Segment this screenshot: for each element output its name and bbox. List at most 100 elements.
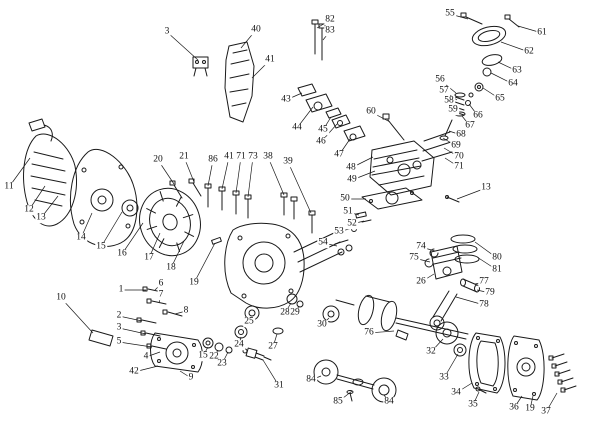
part-number-13: 13: [35, 212, 47, 223]
part-number-84: 84: [305, 374, 317, 385]
part-number-69: 69: [450, 140, 462, 151]
part-number-67: 67: [464, 120, 476, 131]
part-number-15: 15: [197, 350, 209, 361]
part-number-79: 79: [484, 287, 496, 298]
crankcase-group: [224, 222, 343, 309]
leader-line-5: [118, 341, 153, 348]
part-number-52: 52: [346, 218, 358, 229]
part-number-50: 50: [339, 193, 351, 204]
air-cleaner-group: [460, 12, 520, 92]
part-number-57: 57: [438, 85, 450, 96]
part-number-16: 16: [116, 248, 128, 259]
part-number-3: 3: [115, 322, 123, 333]
leader-line-3: [118, 327, 147, 335]
part-number-55: 55: [444, 8, 456, 19]
part-number-56: 56: [434, 74, 446, 85]
part-number-71: 71: [235, 151, 247, 162]
part-number-24: 24: [233, 339, 245, 350]
crankshaft-group: [335, 294, 469, 357]
part-number-31: 31: [273, 380, 285, 391]
part-number-77: 77: [478, 276, 490, 287]
carburetor-stack-group: [297, 83, 366, 142]
part-number-3: 3: [163, 26, 171, 37]
part-number-46: 46: [315, 136, 327, 147]
flywheel-group: [139, 187, 222, 257]
leader-line-39: [287, 161, 312, 214]
part-number-22: 22: [208, 351, 220, 362]
part-number-63: 63: [511, 65, 523, 76]
leader-line-2: [118, 315, 143, 322]
part-number-60: 60: [365, 106, 377, 117]
part-number-54: 54: [317, 237, 329, 248]
part-number-13: 13: [480, 182, 492, 193]
part-number-14: 14: [75, 232, 87, 243]
part-number-58: 58: [443, 95, 455, 106]
part-number-42: 42: [128, 366, 140, 377]
part-number-5: 5: [115, 336, 123, 347]
muffler-group: [224, 41, 255, 123]
part-number-71: 71: [453, 161, 465, 172]
part-number-36: 36: [508, 402, 520, 413]
part-number-27: 27: [267, 341, 279, 352]
part-number-40: 40: [250, 24, 262, 35]
part-number-78: 78: [478, 299, 490, 310]
crankcase-cover-group: [88, 329, 203, 373]
part-number-81: 81: [491, 264, 503, 275]
fan-cover-group: [69, 149, 139, 247]
leader-line-16: [121, 222, 144, 255]
part-number-48: 48: [345, 162, 357, 173]
part-number-4: 4: [142, 351, 150, 362]
part-number-68: 68: [455, 129, 467, 140]
part-number-82: 82: [324, 14, 336, 25]
part-number-41: 41: [264, 54, 276, 65]
part-number-9: 9: [187, 372, 195, 383]
part-number-86: 86: [207, 154, 219, 165]
part-number-73: 73: [247, 151, 259, 162]
part-number-43: 43: [280, 94, 292, 105]
part-number-1: 1: [117, 284, 125, 295]
part-number-20: 20: [152, 154, 164, 165]
part-number-39: 39: [282, 156, 294, 167]
part-number-62: 62: [523, 46, 535, 57]
part-number-11: 11: [3, 181, 15, 192]
recoil-starter-group: [23, 118, 77, 227]
part-number-61: 61: [536, 27, 548, 38]
part-number-76: 76: [363, 327, 375, 338]
part-number-65: 65: [494, 93, 506, 104]
part-number-85: 85: [332, 396, 344, 407]
part-number-21: 21: [178, 151, 190, 162]
part-number-45: 45: [317, 124, 329, 135]
part-number-19: 19: [524, 403, 536, 414]
ignition-coil-group: [192, 56, 209, 77]
part-number-25: 25: [243, 316, 255, 327]
leader-line-41: [221, 156, 230, 190]
part-number-2: 2: [115, 310, 123, 321]
long-bolts-group: [311, 19, 326, 61]
piston-group: [424, 234, 480, 331]
part-number-15: 15: [95, 241, 107, 252]
part-number-35: 35: [467, 399, 479, 410]
part-number-75: 75: [408, 252, 420, 263]
side-cover-group: [468, 332, 577, 401]
part-number-38: 38: [262, 151, 274, 162]
part-number-51: 51: [342, 206, 354, 217]
part-number-17: 17: [143, 252, 155, 263]
part-number-41: 41: [223, 151, 235, 162]
part-number-28: 28: [279, 307, 291, 318]
part-number-37: 37: [540, 406, 552, 417]
leader-line-19: [193, 242, 216, 284]
part-number-12: 12: [23, 204, 35, 215]
part-number-7: 7: [157, 289, 165, 300]
part-number-70: 70: [453, 151, 465, 162]
leader-line-10: [60, 297, 94, 334]
part-number-6: 6: [157, 278, 165, 289]
part-number-33: 33: [438, 372, 450, 383]
leader-line-11: [8, 157, 31, 188]
part-number-8: 8: [182, 305, 190, 316]
part-number-83: 83: [324, 25, 336, 36]
part-number-19: 19: [188, 277, 200, 288]
part-number-32: 32: [425, 346, 437, 357]
leader-line-3: [166, 31, 199, 61]
